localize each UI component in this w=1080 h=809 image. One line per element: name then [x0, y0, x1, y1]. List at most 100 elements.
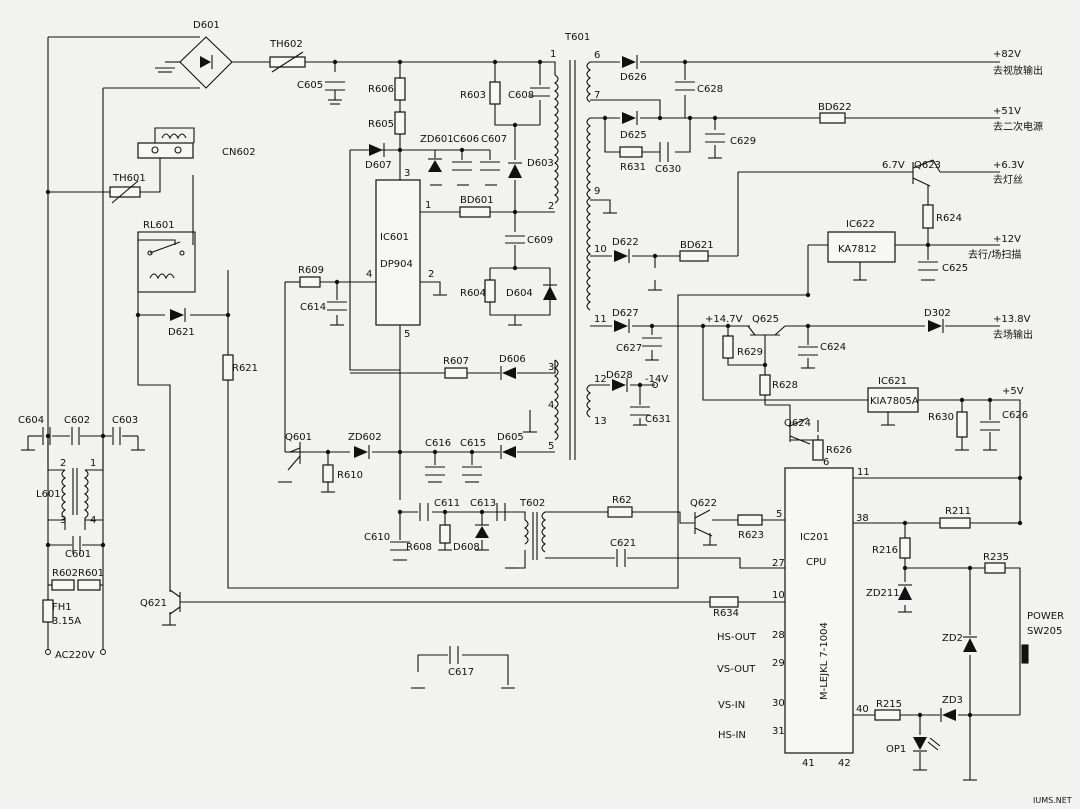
r601	[77, 579, 101, 591]
label-r605: R605	[368, 119, 394, 130]
d625	[622, 111, 638, 125]
label-r603: R603	[460, 90, 486, 101]
t601-secondary	[586, 61, 591, 418]
label-c625: C625	[942, 263, 968, 274]
d628	[612, 378, 628, 392]
label-out51: +51V	[993, 106, 1021, 117]
label-q625: Q625	[752, 314, 779, 325]
label-vm14: -14V	[645, 374, 668, 385]
label-out12: +12V	[993, 234, 1021, 245]
c628	[675, 81, 695, 91]
label-out63-cn: 去灯丝	[993, 174, 1023, 186]
pin-t6: 6	[594, 50, 600, 61]
pin-ic3: 3	[404, 168, 410, 179]
components	[21, 36, 1029, 781]
d608	[475, 524, 489, 538]
label-ic622: IC622	[846, 219, 875, 230]
label-v147: +14.7V	[705, 314, 743, 325]
label-r624: R624	[936, 213, 962, 224]
pin-t5: 5	[548, 441, 554, 452]
label-out82: +82V	[993, 49, 1021, 60]
label-zd601: ZD601	[420, 134, 454, 145]
label-zd2: ZD2	[942, 633, 963, 644]
pin-l4: 4	[90, 515, 96, 526]
d604	[543, 284, 557, 300]
c614	[327, 301, 347, 311]
label-th601: TH601	[112, 173, 146, 184]
fh1	[42, 599, 54, 623]
r215	[874, 709, 901, 721]
label-power: POWER	[1027, 611, 1064, 622]
pin-ic1: 1	[425, 200, 431, 211]
bd601	[459, 206, 491, 218]
r604	[484, 279, 496, 303]
label-d628: D628	[606, 370, 633, 381]
label-d621: D621	[168, 327, 195, 338]
pin-cpu40: 40	[856, 704, 869, 715]
label-watermark: IUMS.NET	[1033, 796, 1072, 805]
r602	[51, 579, 75, 591]
label-r623: R623	[738, 530, 764, 541]
label-kia7805a: KIA7805A	[870, 396, 919, 407]
r605	[394, 111, 406, 135]
c625	[918, 261, 938, 271]
label-op1: OP1	[886, 744, 906, 755]
label-v67: 6.7V	[882, 160, 905, 171]
label-r626: R626	[826, 445, 852, 456]
q624	[789, 417, 811, 445]
label-c604: C604	[18, 415, 44, 426]
label-c629: C629	[730, 136, 756, 147]
ic601	[375, 179, 421, 326]
t602	[524, 511, 546, 560]
label-r607: R607	[443, 356, 469, 367]
label-r602: R602	[52, 568, 78, 579]
l601	[61, 468, 89, 530]
c615	[462, 466, 482, 476]
label-d626: D626	[620, 72, 647, 83]
c626	[980, 421, 1000, 431]
bd622	[819, 112, 846, 124]
label-d606: D606	[499, 354, 526, 365]
d607	[369, 143, 385, 157]
c616	[425, 466, 445, 476]
label-r216: R216	[872, 545, 898, 556]
pin-cpu31: 31	[772, 726, 785, 737]
label-r608: R608	[406, 542, 432, 553]
c605	[325, 81, 345, 91]
label-cpu-chip: M-LEJKL 7-1004	[819, 622, 830, 700]
q601	[285, 442, 301, 471]
label-r631: R631	[620, 162, 646, 173]
pin-cpu10: 10	[772, 590, 785, 601]
label-c624: C624	[820, 342, 846, 353]
label-c615: C615	[460, 438, 486, 449]
c601	[72, 536, 81, 554]
label-hs-out: HS-OUT	[717, 632, 757, 643]
pin-t1: 1	[550, 49, 556, 60]
d627	[614, 319, 630, 333]
pin-t11: 11	[594, 314, 607, 325]
label-ic621: IC621	[878, 376, 907, 387]
label-out12-cn: 去行/场扫描	[968, 248, 1021, 261]
label-c617: C617	[448, 667, 474, 678]
d621	[170, 308, 186, 322]
zd602	[354, 445, 370, 459]
label-fh1: FH1	[52, 602, 72, 613]
label-c607: C607	[481, 134, 507, 145]
c607	[480, 161, 500, 171]
label-r628: R628	[772, 380, 798, 391]
pin-cpu5: 5	[776, 509, 782, 520]
label-c608: C608	[508, 90, 534, 101]
c613	[496, 503, 506, 521]
label-c614: C614	[300, 302, 326, 313]
label-r610: R610	[337, 470, 363, 481]
label-c627: C627	[616, 343, 642, 354]
c617	[449, 646, 459, 664]
c624	[798, 346, 818, 356]
label-th602: TH602	[269, 39, 303, 50]
zd601	[428, 158, 442, 172]
pin-cpu29: 29	[772, 658, 785, 669]
label-r62: R62	[612, 495, 632, 506]
sw205	[1019, 640, 1029, 668]
pin-t2: 2	[548, 201, 554, 212]
d302	[928, 319, 944, 333]
